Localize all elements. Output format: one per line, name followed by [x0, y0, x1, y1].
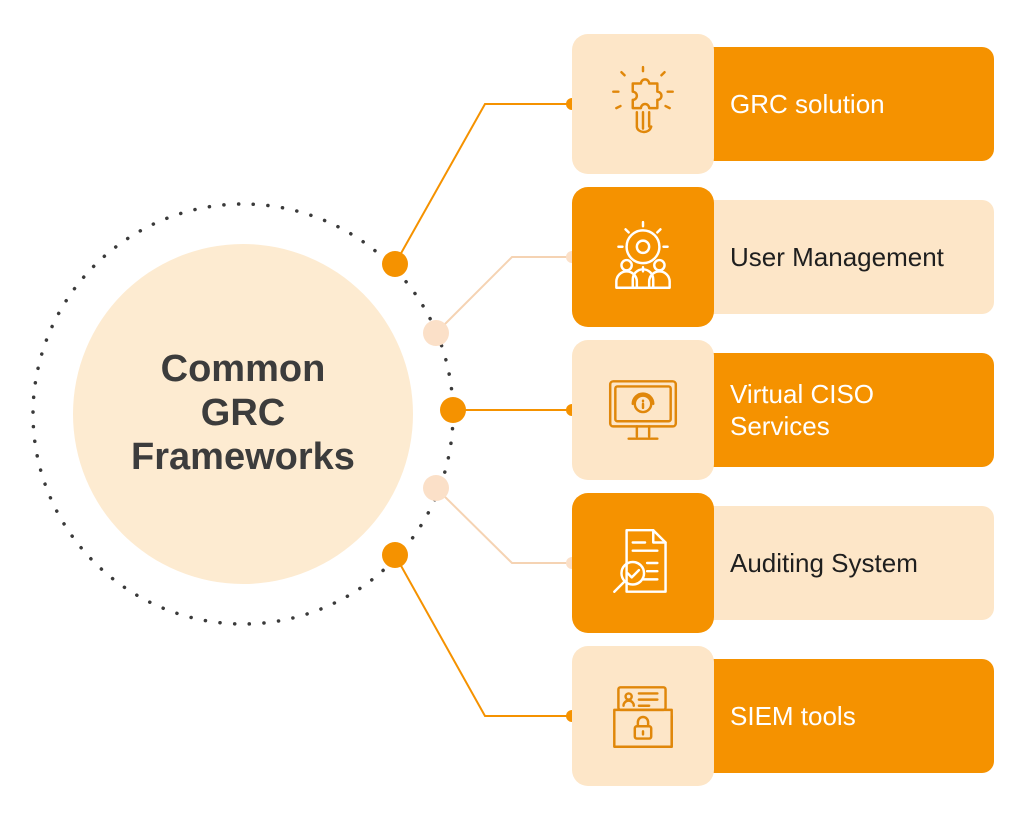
connector-grc-solution: [394, 103, 572, 265]
document-audit-icon: [613, 528, 667, 593]
item-label: User Management: [730, 241, 944, 272]
item-label: GRC solution: [730, 88, 885, 119]
item-label-box: SIEM tools: [702, 659, 994, 773]
item-label: Auditing System: [730, 547, 918, 578]
item-siem-tools: SIEM tools: [572, 646, 996, 786]
puzzle-hand-icon: [612, 65, 674, 134]
connector-node-grc-solution: [382, 251, 408, 277]
connector-node-user-management: [423, 320, 449, 346]
item-icon-box: [572, 340, 714, 480]
connector-node-auditing-system: [423, 475, 449, 501]
item-icon-box: [572, 493, 714, 633]
item-label-box: Virtual CISO Services: [702, 353, 994, 467]
item-auditing-system: Auditing System: [572, 493, 996, 633]
item-icon-box: [572, 646, 714, 786]
item-label: Virtual CISO Services: [730, 378, 875, 442]
item-label-box: User Management: [702, 200, 994, 314]
center-circle: Common GRC Frameworks: [73, 244, 413, 584]
item-user-management: User Management: [572, 187, 996, 327]
team-gear-icon: [615, 220, 671, 289]
secure-folder-icon: [613, 686, 673, 748]
connector-user-management: [435, 256, 572, 334]
monitor-support-icon: [608, 380, 678, 440]
item-label: SIEM tools: [730, 700, 856, 731]
item-grc-solution: GRC solution: [572, 34, 996, 174]
item-label-box: GRC solution: [702, 47, 994, 161]
item-label-box: Auditing System: [702, 506, 994, 620]
item-icon-box: [572, 34, 714, 174]
center-title: Common GRC Frameworks: [131, 348, 355, 478]
connector-node-siem-tools: [382, 542, 408, 568]
connector-node-virtual-ciso: [440, 397, 466, 423]
connector-auditing-system: [435, 487, 572, 564]
connector-siem-tools: [394, 554, 572, 717]
item-icon-box: [572, 187, 714, 327]
item-virtual-ciso-services: Virtual CISO Services: [572, 340, 996, 480]
